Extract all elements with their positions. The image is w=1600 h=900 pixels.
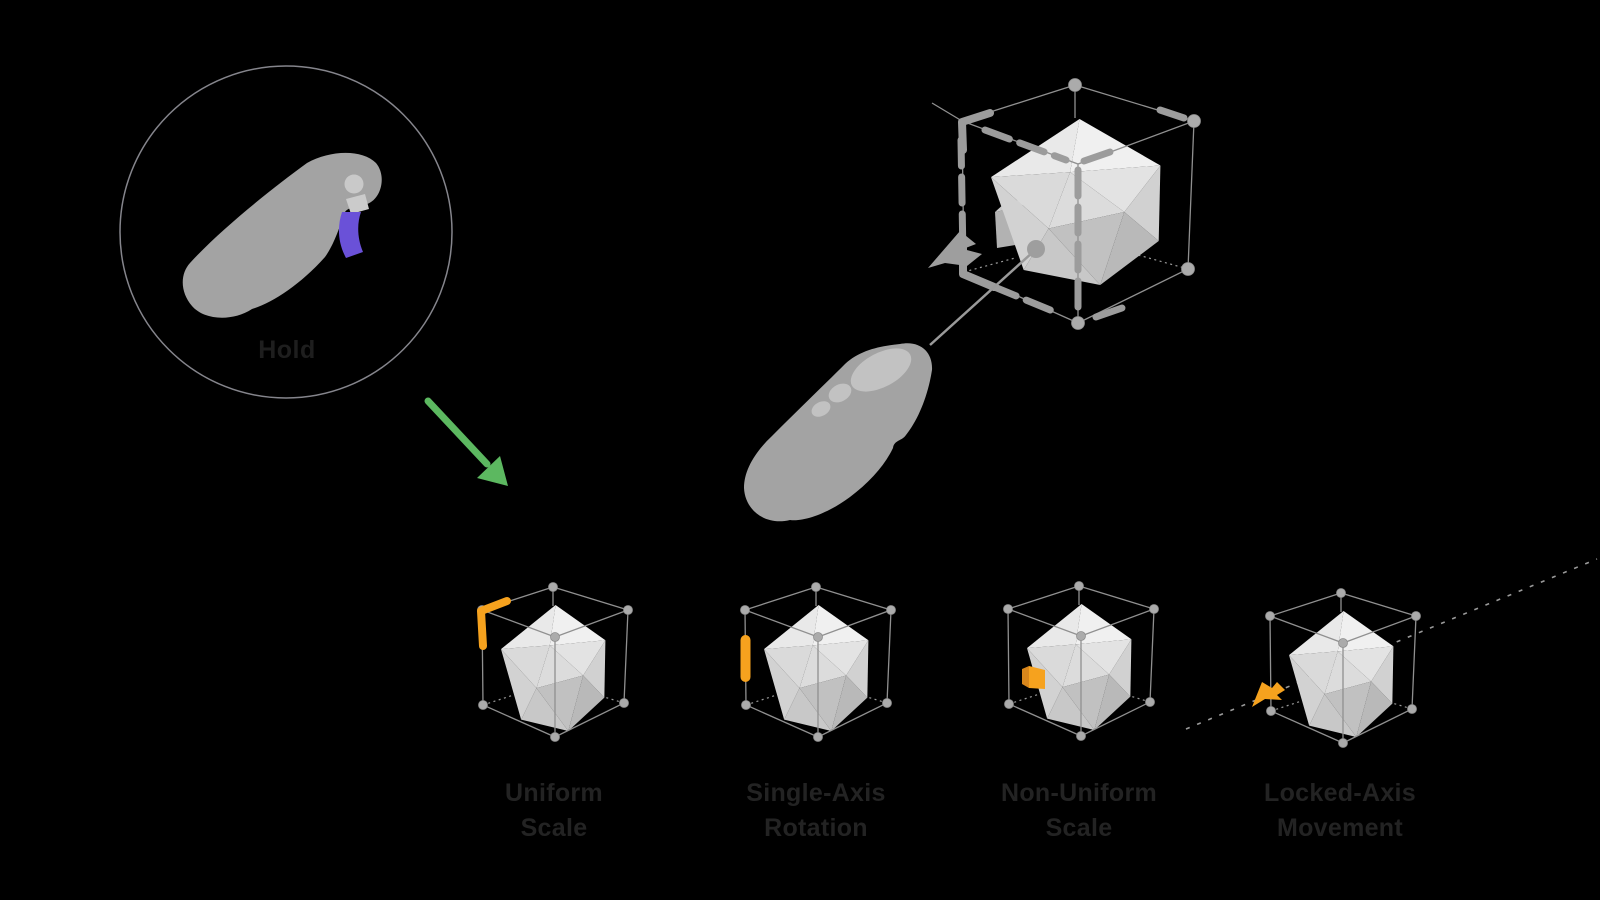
example-label-line1: Single-Axis (746, 779, 885, 807)
button-a (828, 383, 852, 403)
button-b (811, 401, 831, 417)
ray-hit-point (1027, 240, 1045, 258)
example-label-line1: Uniform (505, 779, 603, 807)
example-uniform-scale: Uniform Scale (477, 583, 633, 842)
controller-body (182, 152, 382, 318)
grab-corner-top (958, 109, 994, 154)
hold-label: Hold (258, 336, 316, 364)
grab-cursor-icon (928, 231, 982, 268)
green-arrow-icon (424, 397, 508, 486)
example-label-line2: Movement (1277, 814, 1403, 842)
example-label-line1: Locked-Axis (1264, 779, 1416, 807)
grab-edge-top-front (981, 126, 1070, 164)
example-label-line2: Rotation (764, 814, 868, 842)
corner-bracket-handle (477, 597, 511, 650)
example-label-line2: Scale (1046, 814, 1113, 842)
hold-callout: Hold (119, 65, 453, 399)
example-locked-axis-movement: Locked-Axis Movement (1185, 558, 1598, 842)
selection-cube (928, 78, 1201, 330)
face-square-handle (1029, 666, 1045, 689)
callout-circle (119, 65, 453, 399)
example-non-uniform-scale: Non-Uniform Scale (1001, 582, 1159, 842)
vr-controller-top-view-icon (744, 240, 1045, 522)
trigger-highlight (338, 212, 363, 258)
controller-button (344, 174, 364, 194)
move-cursor-icon (1252, 682, 1285, 707)
edge-bar-handle (740, 635, 751, 682)
grab-edge-bottom-front (988, 282, 1064, 318)
face-handle-side (1022, 666, 1029, 688)
example-single-axis-rotation: Single-Axis Rotation (740, 583, 896, 842)
locked-axis-line (1185, 558, 1598, 730)
controller-body (744, 343, 933, 522)
trigger-housing (346, 194, 369, 214)
touchpad (850, 348, 912, 392)
example-label-line1: Non-Uniform (1001, 779, 1157, 807)
vr-controller-side-view-icon (182, 152, 382, 318)
pointer-ray (929, 251, 1034, 346)
example-label-line2: Scale (521, 814, 588, 842)
